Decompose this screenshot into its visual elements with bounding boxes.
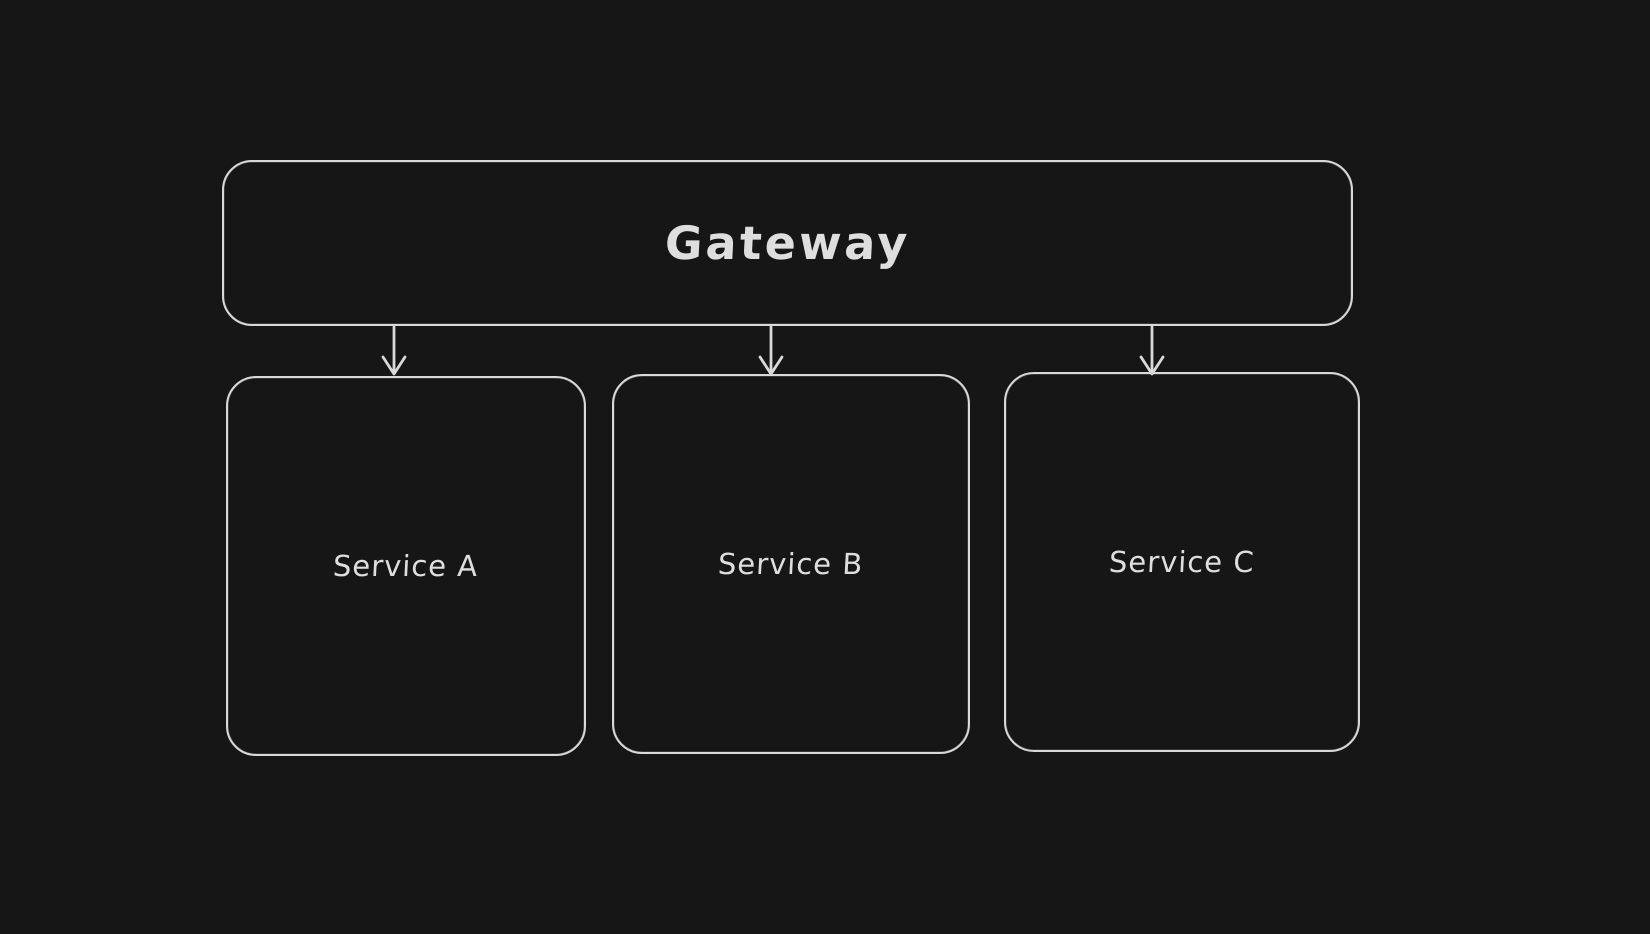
down-arrow-icon	[381, 325, 407, 376]
service-c-node[interactable]: Service C	[1004, 372, 1360, 752]
down-arrow-icon	[758, 325, 784, 376]
gateway-node[interactable]: Gateway	[222, 160, 1353, 326]
gateway-node-label: Gateway	[663, 216, 912, 270]
arrow-gateway-to-service-c[interactable]	[1130, 325, 1174, 377]
service-a-node-label: Service A	[332, 549, 480, 583]
arrow-gateway-to-service-b[interactable]	[749, 325, 793, 377]
service-c-node-label: Service C	[1108, 545, 1256, 579]
down-arrow-icon	[1139, 325, 1165, 376]
service-b-node[interactable]: Service B	[612, 374, 970, 754]
service-a-node[interactable]: Service A	[226, 376, 586, 756]
arrow-gateway-to-service-a[interactable]	[372, 325, 416, 377]
service-b-node-label: Service B	[717, 547, 865, 581]
